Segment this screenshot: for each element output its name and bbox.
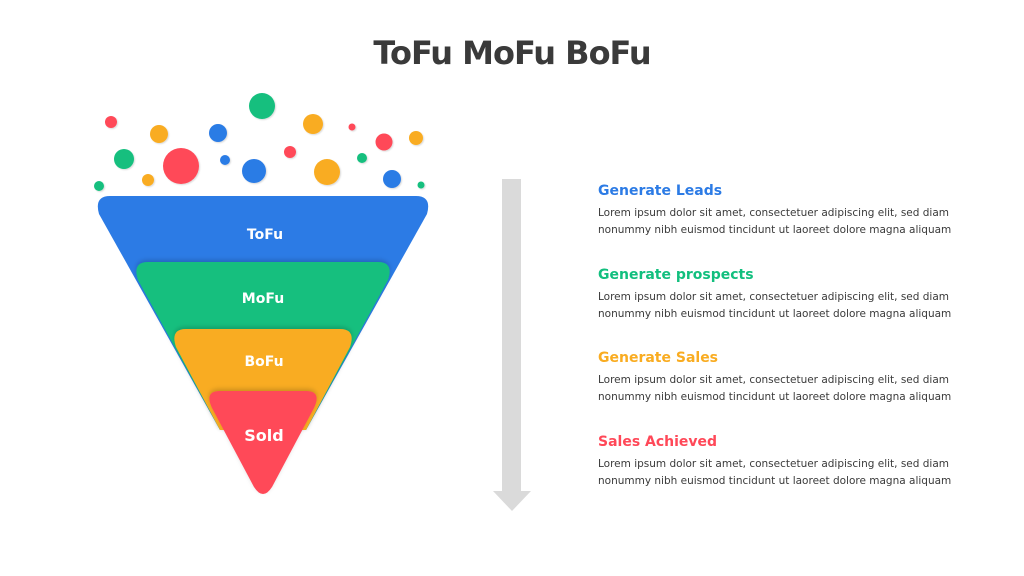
funnel-label-mofu: MoFu bbox=[242, 291, 284, 307]
item-heading: Generate Leads bbox=[598, 183, 723, 199]
list-item-generate-prospects: Generate prospects Lorem ipsum dolor sit… bbox=[598, 266, 998, 322]
confetti-dot bbox=[94, 181, 104, 191]
funnel: ToFu MoFu BoFu Sold bbox=[97, 196, 429, 494]
confetti-dot bbox=[114, 149, 134, 169]
item-description: Lorem ipsum dolor sit amet, consectetuer… bbox=[598, 374, 952, 403]
item-heading: Generate prospects bbox=[598, 267, 754, 283]
confetti-dot bbox=[249, 93, 275, 119]
confetti-dot bbox=[375, 133, 393, 151]
confetti-dot bbox=[209, 124, 227, 142]
down-arrow bbox=[493, 179, 531, 511]
funnel-label-sold: Sold bbox=[244, 426, 283, 445]
list-item-generate-sales: Generate Sales Lorem ipsum dolor sit ame… bbox=[598, 349, 998, 405]
confetti-dot bbox=[142, 174, 154, 186]
item-heading: Sales Achieved bbox=[598, 434, 718, 450]
funnel-layer-sold bbox=[209, 391, 317, 494]
item-description: Lorem ipsum dolor sit amet, consectetuer… bbox=[598, 458, 952, 487]
confetti-dot bbox=[105, 116, 117, 128]
confetti-dot bbox=[383, 170, 401, 188]
list-item-generate-leads: Generate Leads Lorem ipsum dolor sit ame… bbox=[598, 182, 998, 238]
confetti-dot bbox=[348, 123, 356, 131]
funnel-label-tofu: ToFu bbox=[247, 227, 283, 243]
item-description: Lorem ipsum dolor sit amet, consectetuer… bbox=[598, 207, 952, 236]
confetti-dot bbox=[409, 131, 423, 145]
list-item-sales-achieved: Sales Achieved Lorem ipsum dolor sit ame… bbox=[598, 433, 998, 489]
confetti-dot bbox=[357, 153, 367, 163]
confetti-dot bbox=[163, 148, 199, 184]
page-title: ToFu MoFu BoFu bbox=[373, 34, 651, 72]
confetti-dot bbox=[417, 181, 425, 189]
confetti-dot bbox=[220, 155, 230, 165]
confetti-dot bbox=[314, 159, 340, 185]
confetti-dots bbox=[94, 93, 425, 191]
confetti-dot bbox=[150, 125, 168, 143]
confetti-dot bbox=[303, 114, 323, 134]
confetti-dot bbox=[242, 159, 266, 183]
funnel-label-bofu: BoFu bbox=[244, 354, 283, 370]
confetti-dot bbox=[284, 146, 296, 158]
item-description: Lorem ipsum dolor sit amet, consectetuer… bbox=[598, 291, 952, 320]
item-heading: Generate Sales bbox=[598, 350, 719, 366]
